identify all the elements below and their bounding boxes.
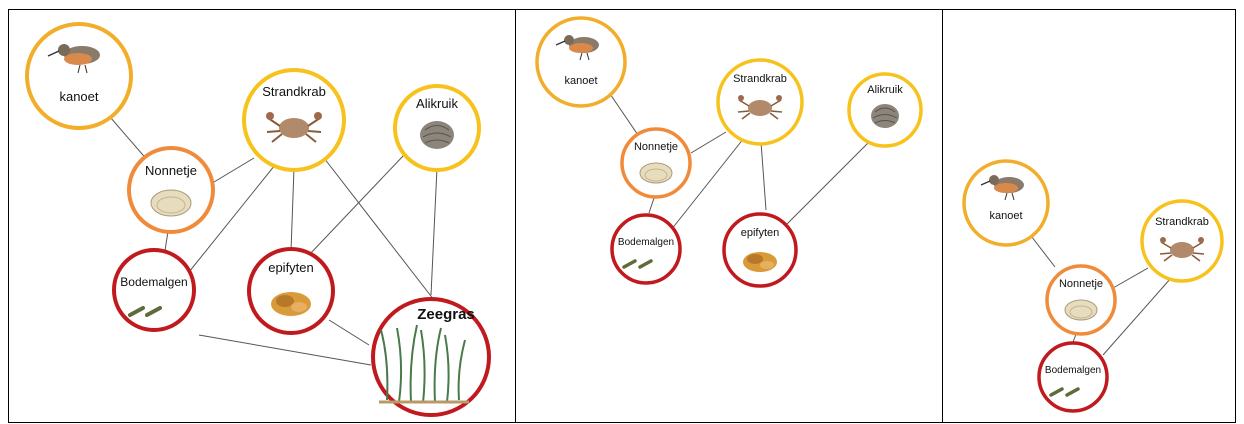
edge-alikruik-zeegras [431,168,437,295]
panel-minimal-food-web: kanoet Strandkrab Nonnetje Bodemalgen [943,9,1236,423]
node-label: Alikruik [416,96,458,111]
node-label: Alikruik [867,84,903,96]
node-strandkrab: Strandkrab [1142,201,1222,281]
panel-reduced-food-web: kanoet Strandkrab Alikruik Nonnetje [516,9,943,423]
food-web-diagram-3: kanoet Strandkrab Nonnetje Bodemalgen [943,10,1236,424]
node-label: Strandkrab [262,84,326,99]
food-web-diagram-2: kanoet Strandkrab Alikruik Nonnetje [516,10,943,424]
node-bodemalgen: Bodemalgen [612,215,680,283]
node-kanoet: kanoet [537,18,625,106]
node-label: Bodemalgen [120,275,187,289]
node-label: Bodemalgen [1045,365,1101,376]
node-strandkrab: Strandkrab [718,60,802,144]
edge-bodemalgen-zeegras [199,335,371,365]
clam-shell-icon [640,163,672,183]
edge-nonnetje-strandkrab [214,158,254,182]
panel-full-food-web: kanoet Strandkrab Alikruik Nonn [8,9,516,423]
node-label: Nonnetje [1059,278,1103,290]
edge-nonnetje-strandkrab [1113,268,1148,288]
snail-shell-icon [420,121,454,149]
epiphyte-icon [743,252,777,272]
node-label: epifyten [268,260,314,275]
edge-strandkrab-epifyten [761,142,766,210]
snail-shell-icon [871,104,899,128]
node-label: epifyten [741,227,780,239]
node-label: Strandkrab [1155,216,1209,228]
node-epifyten: epifyten [724,214,796,286]
node-label: kanoet [59,89,98,104]
node-label: kanoet [989,210,1022,222]
node-kanoet: kanoet [964,161,1048,245]
edge-nonnetje-bodemalgen [649,198,654,213]
node-label: Zeegras [417,306,475,323]
node-nonnetje: Nonnetje [129,148,213,232]
node-label: Nonnetje [634,141,678,153]
node-label: Nonnetje [145,163,197,178]
node-bodemalgen: Bodemalgen [114,250,194,330]
edge-alikruik-epifyten [309,155,404,255]
edge-strandkrab-epifyten [291,168,294,251]
node-label: kanoet [564,75,597,87]
epiphyte-icon [271,292,311,316]
clam-shell-icon [1065,300,1097,320]
edge-nonnetje-strandkrab [691,132,726,153]
edge-alikruik-epifyten [786,138,873,225]
node-alikruik: Alikruik [849,74,921,146]
edge-strandkrab-zeegras [324,158,434,300]
node-zeegras: Zeegras [373,299,489,415]
node-label: Bodemalgen [618,237,674,248]
node-nonnetje: Nonnetje [622,129,690,197]
node-strandkrab: Strandkrab [244,70,344,170]
clam-shell-icon [151,190,191,216]
food-web-diagram-1: kanoet Strandkrab Alikruik Nonn [9,10,517,424]
node-kanoet: kanoet [27,24,131,128]
node-alikruik: Alikruik [395,86,479,170]
node-nonnetje: Nonnetje [1047,266,1115,334]
node-bodemalgen: Bodemalgen [1039,343,1107,411]
node-label: Strandkrab [733,73,787,85]
node-epifyten: epifyten [249,249,333,333]
edge-epifyten-zeegras [329,320,369,345]
